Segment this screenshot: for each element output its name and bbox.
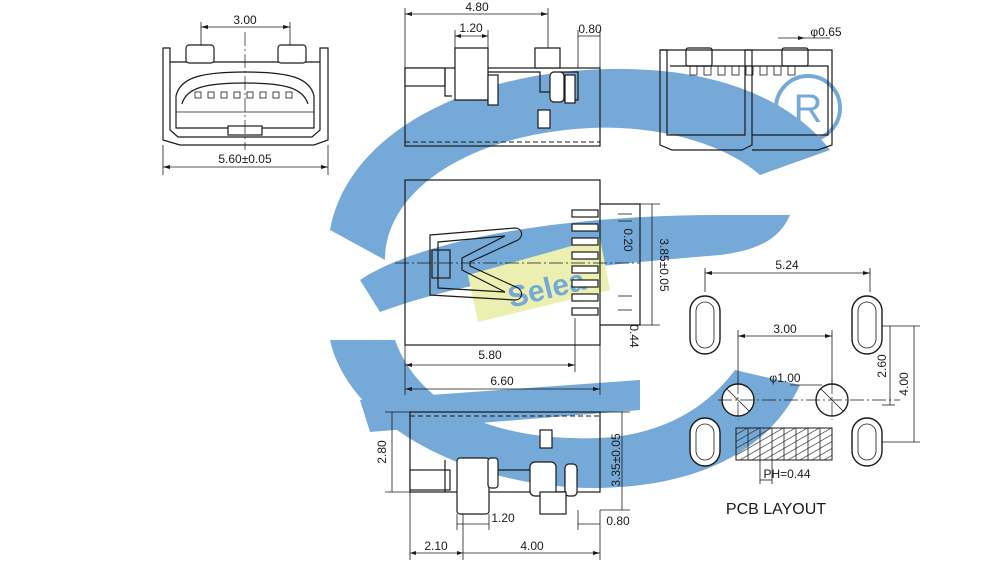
side-bottom-dim-height: 2.80 xyxy=(375,440,389,464)
pcb-dim-pitch: PH=0.44 xyxy=(763,467,810,481)
plan-view-dim-spacing: 0.20 xyxy=(621,228,635,252)
side-bottom-dim-tail: 0.80 xyxy=(606,514,630,528)
pcb-dim-hole-spacing: 3.00 xyxy=(773,322,797,336)
pcb-dim-overall-height: 4.00 xyxy=(897,372,911,396)
side-view-top: 4.80 1.20 0.80 xyxy=(404,0,602,147)
front-view-pins xyxy=(194,91,293,99)
front-view-dim-top: 3.00 xyxy=(233,13,257,27)
pcb-pad-top-left xyxy=(689,295,721,355)
pcb-dim-pad-height: 2.60 xyxy=(875,354,889,378)
side-top-dim-tail: 0.80 xyxy=(578,22,602,36)
plan-view-dim-slot-total: 3.85±0.05 xyxy=(657,238,671,292)
watermark-swoosh-top xyxy=(330,68,830,260)
plan-view-dim-overall: 6.60 xyxy=(490,374,514,388)
side-bottom-dim-total: 3.35±0.05 xyxy=(609,433,623,487)
front-view: 3.00 5.60±0.05 xyxy=(162,13,329,175)
pcb-dim-outer-span: 5.24 xyxy=(775,258,799,272)
side-bottom-dim-offset: 2.10 xyxy=(424,539,448,553)
pcb-pad-top-right xyxy=(851,295,883,355)
plan-view: 3.85±0.05 0.20 0.44 5.80 6.60 xyxy=(395,179,671,395)
watermark-bar xyxy=(360,380,640,432)
side-top-dim-length: 4.80 xyxy=(465,0,489,14)
watermark-logo: Selea R xyxy=(330,68,842,489)
registered-mark-letter: R xyxy=(794,87,823,131)
pcb-pad-bottom-right xyxy=(851,417,883,467)
pcb-pad-bottom-left xyxy=(689,417,721,467)
side-top-dim-slot: 1.20 xyxy=(459,21,483,35)
side-bottom-dim-slot: 1.20 xyxy=(491,511,515,525)
side-view-bottom: 2.80 3.35±0.05 1.20 0.80 2.10 4.00 xyxy=(375,411,630,560)
plan-view-dim-offset: 0.44 xyxy=(627,324,641,348)
plan-view-dim-body: 5.80 xyxy=(478,348,502,362)
rear-view: φ0.65 xyxy=(659,25,842,151)
side-bottom-dim-length: 4.00 xyxy=(520,539,544,553)
rear-view-dim-pin: φ0.65 xyxy=(810,25,841,39)
plan-view-contacts xyxy=(571,209,599,316)
pcb-layout-title: PCB LAYOUT xyxy=(726,501,826,518)
pcb-layout: 5.24 3.00 φ1.00 2.60 4.00 xyxy=(689,258,920,518)
registered-mark-icon xyxy=(774,74,842,142)
pcb-dim-hole-diameter: φ1.00 xyxy=(769,371,800,385)
rear-view-pins xyxy=(689,65,796,76)
watermark-swoosh-bottom xyxy=(330,340,800,489)
front-view-dim-width: 5.60±0.05 xyxy=(218,152,272,166)
